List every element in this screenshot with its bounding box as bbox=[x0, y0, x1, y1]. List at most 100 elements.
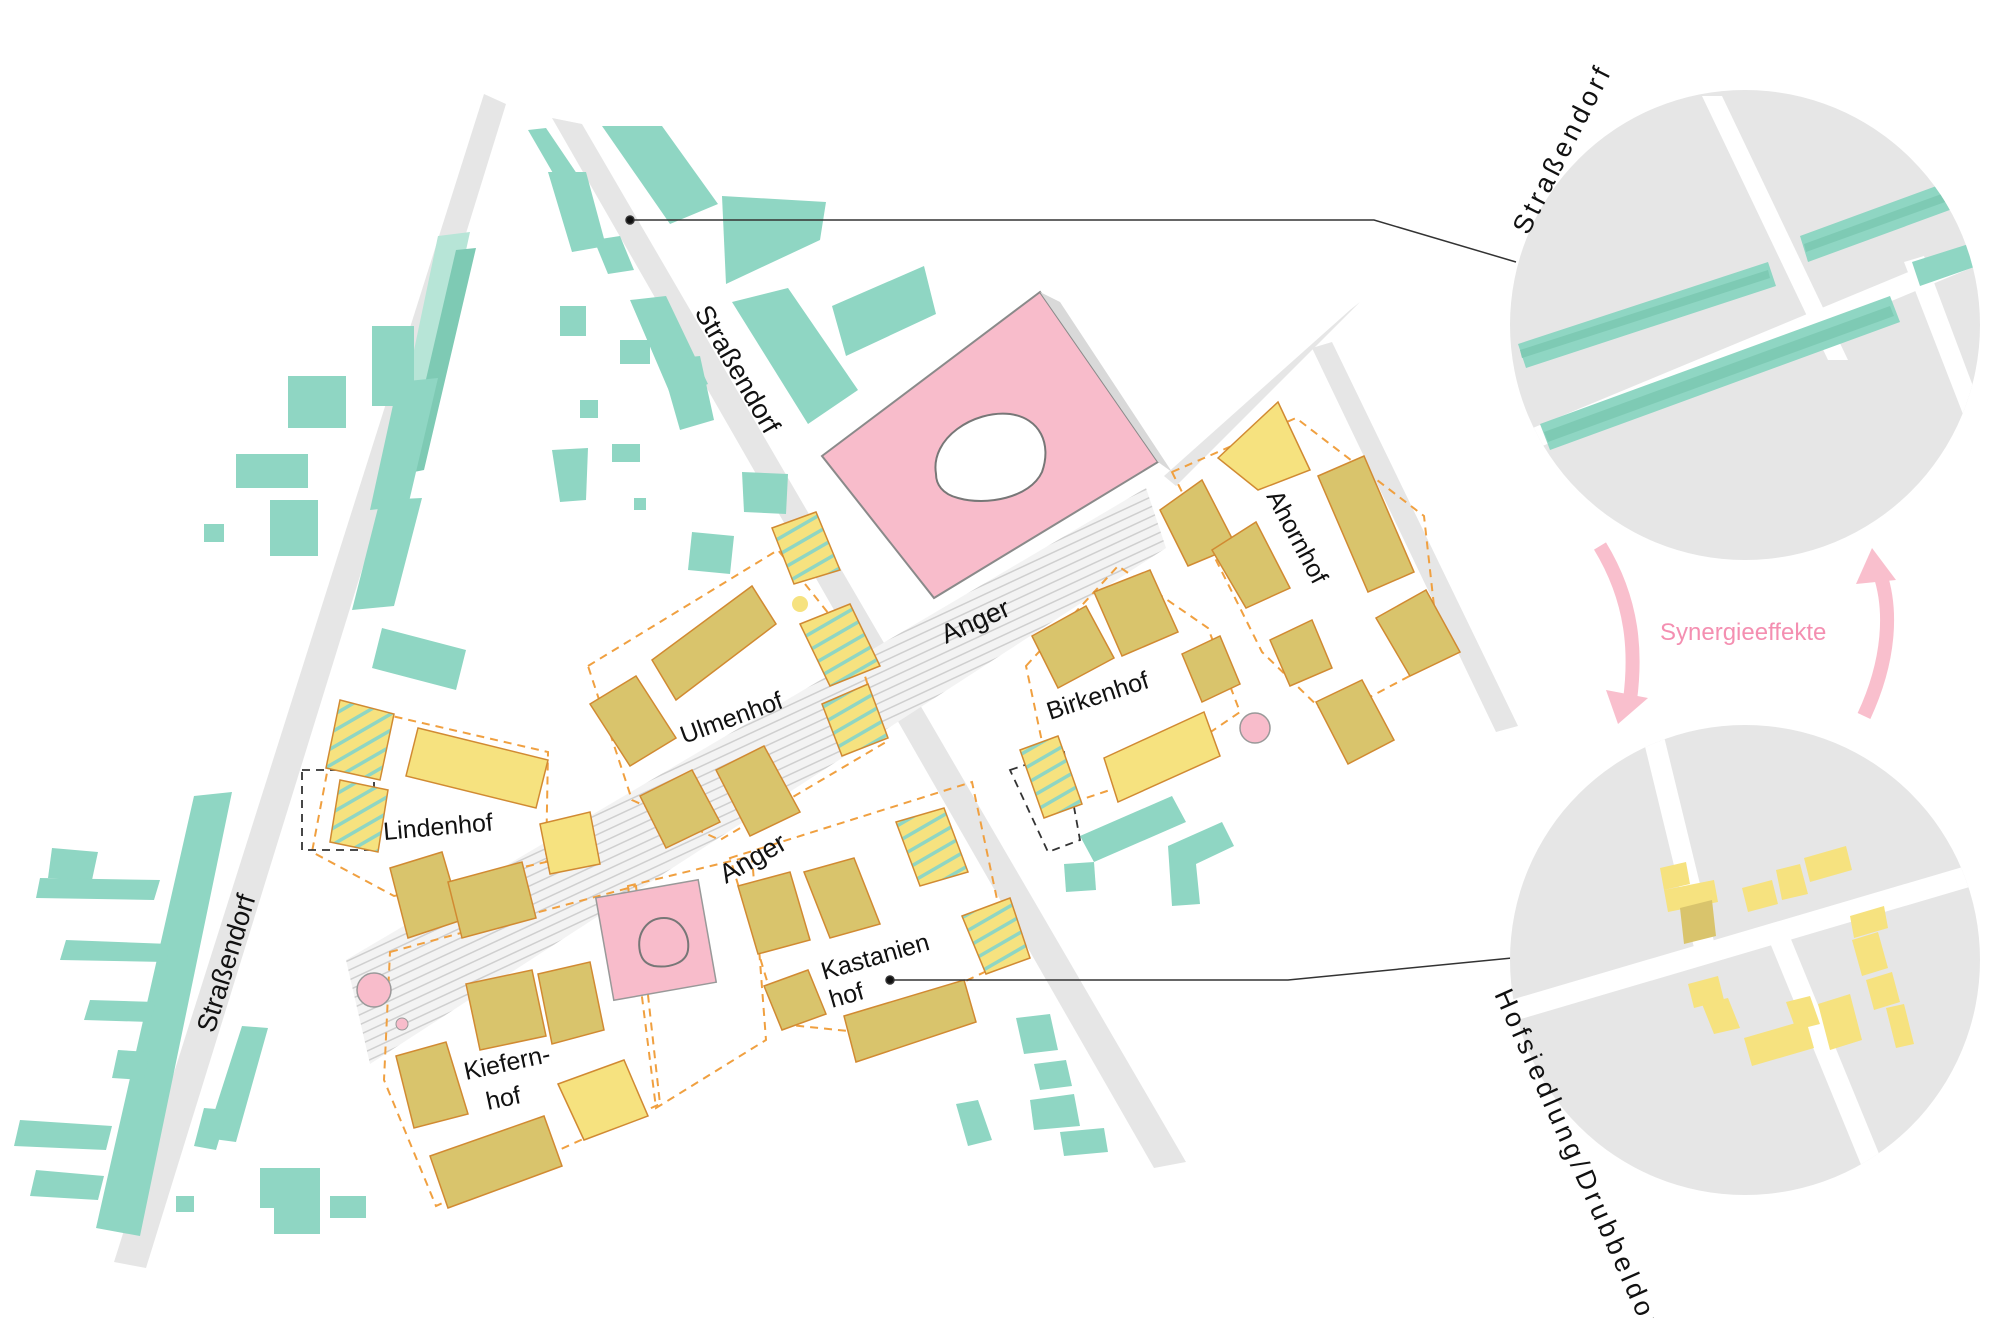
building-new-hatched bbox=[895, 807, 969, 887]
building-new bbox=[588, 674, 678, 768]
building-new-hatched bbox=[325, 699, 395, 781]
building-new bbox=[843, 979, 977, 1063]
tree-circle-birkenhof bbox=[1239, 712, 1271, 744]
building-existing bbox=[832, 266, 936, 356]
building-existing bbox=[330, 1196, 366, 1218]
arrow-down-head bbox=[1606, 690, 1648, 724]
building-new bbox=[1031, 604, 1116, 690]
building-new bbox=[405, 727, 549, 809]
building-existing bbox=[1080, 796, 1186, 862]
building-existing bbox=[370, 378, 438, 510]
public-spaces bbox=[356, 290, 1271, 1031]
building-existing bbox=[634, 498, 646, 510]
pavilion-courtyard bbox=[638, 916, 690, 968]
building-existing bbox=[742, 472, 788, 514]
tree-circle-large bbox=[356, 972, 392, 1008]
building-existing bbox=[194, 1108, 228, 1150]
building-existing bbox=[204, 524, 224, 542]
building-new bbox=[1269, 618, 1333, 687]
building-existing bbox=[688, 532, 734, 574]
building-new bbox=[1374, 588, 1462, 677]
synergy-arrowheads bbox=[1606, 548, 1896, 724]
building-new bbox=[556, 1059, 649, 1141]
building-existing bbox=[372, 326, 414, 406]
typology-circle-hofsiedlung bbox=[1510, 725, 1980, 1195]
building-small bbox=[792, 596, 808, 612]
building-existing bbox=[60, 940, 170, 962]
building-existing bbox=[580, 400, 598, 418]
synergy-arrows bbox=[1594, 542, 1895, 719]
building-existing bbox=[1168, 822, 1234, 906]
building-existing bbox=[602, 126, 718, 224]
building-new bbox=[1216, 400, 1312, 491]
building-new-hatched bbox=[821, 682, 889, 757]
building-new bbox=[395, 1041, 469, 1129]
roads bbox=[114, 94, 1518, 1268]
building-existing bbox=[1064, 862, 1096, 892]
building-new bbox=[465, 969, 547, 1051]
road-right-street bbox=[1312, 342, 1518, 732]
plot-empty bbox=[626, 854, 768, 1110]
building-existing bbox=[112, 1050, 150, 1080]
building-existing bbox=[352, 498, 422, 610]
building-existing bbox=[274, 1208, 320, 1234]
building-new-hatched bbox=[771, 511, 842, 585]
building-existing bbox=[36, 878, 160, 900]
building-existing bbox=[1034, 1060, 1072, 1090]
synergy-label: Synergieeffekte bbox=[1660, 619, 1826, 646]
existing-buildings bbox=[14, 126, 1234, 1236]
building-existing bbox=[48, 848, 98, 880]
school-courtyard bbox=[934, 412, 1047, 502]
building-existing bbox=[372, 628, 466, 690]
building-existing bbox=[956, 1100, 992, 1146]
building-existing bbox=[1016, 1014, 1058, 1054]
hof-label-lindenhof: Lindenhof bbox=[382, 809, 494, 846]
pavilion[interactable] bbox=[594, 878, 718, 1002]
plot-ulmenhof bbox=[586, 548, 888, 842]
building-existing bbox=[260, 1168, 320, 1208]
building-new-hatched bbox=[1019, 735, 1083, 819]
new-buildings bbox=[325, 400, 1462, 1209]
building-existing bbox=[84, 1000, 156, 1022]
building-new bbox=[714, 745, 802, 837]
building-new bbox=[737, 871, 811, 955]
arrow-up-head bbox=[1856, 548, 1896, 584]
building-new bbox=[539, 811, 601, 875]
hof-label-kiefernhof-1: Kiefern- bbox=[461, 1040, 552, 1086]
building-existing bbox=[560, 306, 586, 336]
building-new bbox=[429, 1115, 563, 1209]
building-new bbox=[638, 769, 722, 849]
tree-circle-small bbox=[395, 1017, 409, 1031]
building-new-hatched bbox=[961, 897, 1031, 975]
building-existing bbox=[14, 1120, 112, 1150]
building-new bbox=[802, 857, 882, 939]
building-new bbox=[537, 961, 605, 1045]
building-existing bbox=[722, 196, 826, 284]
building-new bbox=[1317, 455, 1415, 593]
building-existing bbox=[1030, 1094, 1080, 1130]
building-existing bbox=[1060, 1128, 1108, 1156]
building-existing bbox=[594, 236, 634, 274]
building-existing bbox=[236, 454, 308, 488]
building-new bbox=[447, 861, 537, 939]
building-existing bbox=[612, 444, 640, 462]
building-existing bbox=[288, 376, 346, 428]
building-existing bbox=[552, 448, 588, 502]
building-new bbox=[1093, 569, 1179, 657]
building-new bbox=[1103, 710, 1221, 804]
hof-label-kiefernhof-2: hof bbox=[483, 1081, 523, 1116]
building-existing bbox=[660, 356, 714, 430]
plot-kiefernhof bbox=[382, 884, 662, 1208]
building-new bbox=[1181, 634, 1241, 704]
building-new bbox=[1210, 520, 1292, 609]
building-new bbox=[763, 969, 827, 1031]
road-right-branch bbox=[1164, 302, 1360, 486]
building-existing bbox=[176, 1196, 194, 1212]
building-existing bbox=[548, 172, 606, 252]
building-new bbox=[1314, 679, 1396, 766]
building-existing bbox=[300, 542, 318, 556]
building-existing bbox=[620, 340, 650, 364]
leader-lines bbox=[625, 215, 1517, 985]
building-new-hatched bbox=[798, 603, 882, 687]
